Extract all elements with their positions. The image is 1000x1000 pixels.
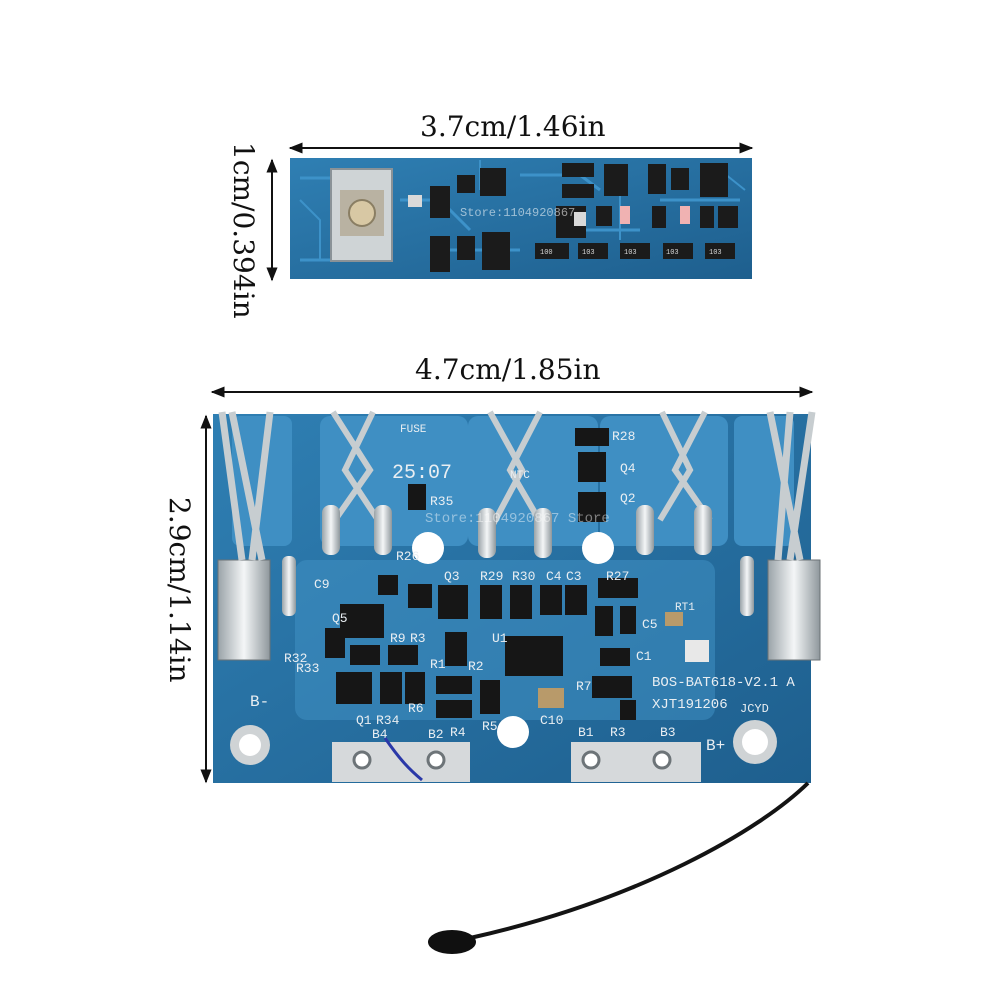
silkscreen-label: B1: [578, 725, 594, 740]
silkscreen-label: R32: [284, 651, 307, 666]
battery-terminals: [217, 410, 821, 661]
silkscreen-label: Q4: [620, 461, 636, 476]
silkscreen-label: XJT191206: [652, 697, 728, 713]
silkscreen-label: U1: [492, 631, 508, 646]
silkscreen-label: 103: [624, 249, 637, 257]
silkscreen-label: Store:1104920867 Store: [425, 511, 610, 527]
small-board-watermark: Store:1104920867: [460, 206, 575, 220]
silkscreen-label: B2: [428, 727, 444, 742]
silkscreen-label: Q5: [332, 611, 348, 626]
silkscreen-label: R35: [430, 494, 453, 509]
silkscreen-label: B3: [660, 725, 676, 740]
silkscreen-label: 103: [666, 249, 679, 257]
thermistor-bead: [428, 930, 476, 954]
silkscreen-label: R28: [612, 429, 635, 444]
silkscreen-label: C3: [566, 569, 582, 584]
silkscreen-label: R3: [410, 631, 426, 646]
silkscreen-label: 100: [540, 249, 553, 257]
silkscreen-label: 103: [582, 249, 595, 257]
silkscreen-label: 103: [709, 249, 722, 257]
silkscreen-label: R4: [450, 725, 466, 740]
silkscreen-label: BOS-BAT618-V2.1 A: [652, 675, 795, 691]
silkscreen-label: R6: [408, 701, 424, 716]
silkscreen-label: R5: [482, 719, 498, 734]
silkscreen-label: RT1: [675, 602, 695, 614]
silkscreen-label: R30: [512, 569, 535, 584]
silkscreen-label: C10: [540, 713, 563, 728]
silkscreen-label: C5: [642, 617, 658, 632]
large-board-width-label: 4.7cm/1.85in: [415, 353, 601, 386]
silkscreen-label: R2: [468, 659, 484, 674]
silkscreen-label: FUSE: [400, 424, 427, 436]
silkscreen-label: R1: [430, 657, 446, 672]
silkscreen-label: NTC: [510, 470, 530, 482]
silkscreen-label: B+: [706, 737, 725, 755]
silkscreen-label: R29: [480, 569, 503, 584]
silkscreen-label: R34: [376, 713, 400, 728]
silkscreen-label: R7: [576, 679, 592, 694]
silkscreen-label: C1: [636, 649, 652, 664]
silkscreen-label: R3: [610, 725, 626, 740]
silkscreen-label: C4: [546, 569, 562, 584]
large-board: FUSE 25:07 NTC R28 Q4 Q2 R35 R26 C9 Q3 R…: [213, 410, 821, 783]
silkscreen-label: R27: [606, 569, 629, 584]
tactile-button: [330, 168, 393, 262]
silkscreen-label: Q3: [444, 569, 460, 584]
small-board: 100 103 103 103 103 Store:1104920867: [290, 158, 752, 279]
silkscreen-label: R26: [396, 549, 419, 564]
silkscreen-label: R33: [296, 661, 319, 676]
pad-strip-b4: [332, 742, 470, 782]
silkscreen-label: B4: [372, 727, 388, 742]
silkscreen-label: Q1: [356, 713, 372, 728]
u1-chip: [505, 636, 563, 676]
silkscreen-label: C9: [314, 577, 330, 592]
silkscreen-label: R9: [390, 631, 406, 646]
silkscreen-label: JCYD: [740, 702, 769, 716]
small-board-width-label: 3.7cm/1.46in: [420, 110, 606, 143]
thermistor-wire: [469, 781, 810, 940]
silkscreen-label: 25:07: [392, 462, 452, 485]
silkscreen-label: Q2: [620, 491, 636, 506]
silkscreen-label: B-: [250, 693, 269, 711]
